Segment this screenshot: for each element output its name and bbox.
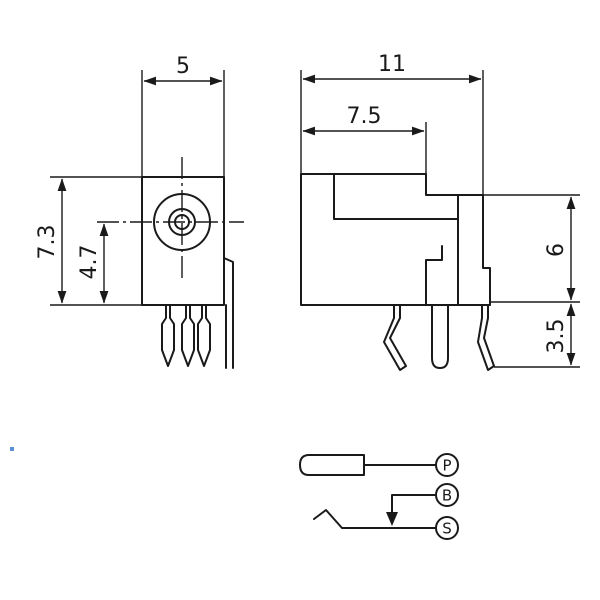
side-view: 11 7.5 6 3.5 (300, 52, 580, 371)
side-pin-left (383, 304, 407, 371)
front-center-height-label: 4.7 (77, 245, 102, 280)
terminal-b-label: B (442, 487, 452, 505)
side-inner-cavity (333, 173, 459, 306)
terminal-p-circle (435, 453, 459, 477)
side-partial-label: 7.5 (347, 104, 382, 129)
terminal-s-label: S (442, 520, 452, 538)
side-body-outline (300, 173, 491, 306)
schematic-plug-body (299, 454, 365, 476)
schematic-sleeve-wire (313, 509, 437, 529)
side-height-label: 6 (544, 243, 569, 257)
front-pin-left (161, 304, 175, 367)
front-pin-right (197, 304, 211, 367)
schematic-break-wire (391, 494, 437, 519)
side-bottom-notch (425, 245, 443, 306)
terminal-s-circle (435, 516, 459, 540)
side-total-label: 11 (378, 52, 406, 77)
side-pin-label: 3.5 (544, 319, 569, 354)
side-pin-middle (431, 304, 449, 369)
front-pin-middle (181, 304, 195, 367)
terminal-p-label: P (442, 457, 451, 475)
front-height-label: 7.3 (35, 225, 60, 260)
terminal-b-circle (435, 483, 459, 507)
marker-dot (10, 447, 14, 451)
front-width-label: 5 (176, 54, 190, 79)
front-body-outline (141, 176, 225, 306)
front-view: 5 7.3 4.7 (35, 54, 244, 369)
front-side-plate (223, 257, 234, 369)
side-pin-right (477, 304, 495, 371)
schematic-break-arrow (386, 512, 398, 526)
schematic-symbol: P B S (299, 453, 459, 540)
